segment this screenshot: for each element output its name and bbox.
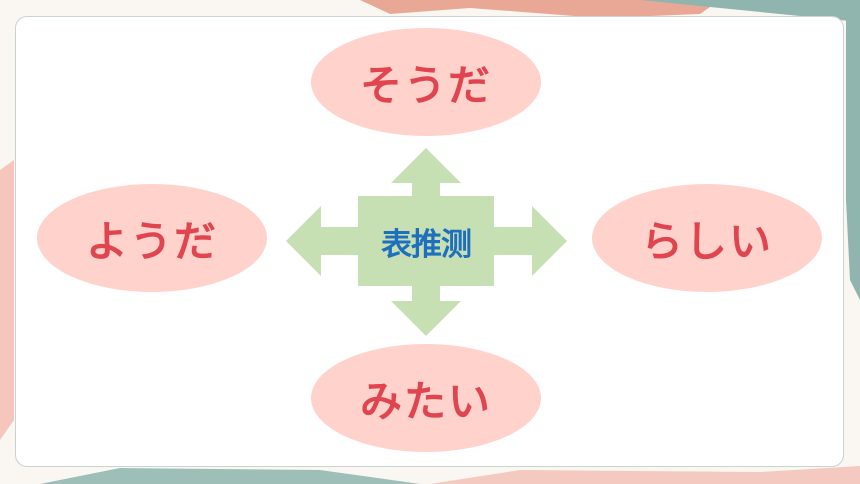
node-right: らしい — [592, 184, 822, 292]
brush-stroke-right-teal — [846, 10, 860, 300]
node-bottom-label: みたい — [359, 376, 492, 426]
brush-stroke-left-pink — [0, 160, 14, 440]
center-box: 表推测 — [358, 196, 494, 286]
brush-stroke-bottom-pink — [430, 466, 860, 484]
center-label: 表推测 — [381, 226, 472, 263]
arrow-right — [492, 206, 567, 276]
brush-stroke-bottom-teal — [40, 468, 420, 484]
arrow-down — [391, 284, 461, 336]
node-left: ようだ — [37, 184, 267, 292]
arrow-up — [391, 148, 461, 200]
node-left-label: ようだ — [85, 216, 218, 266]
brush-stroke-top-coral — [360, 0, 720, 18]
node-right-label: らしい — [640, 216, 773, 266]
node-bottom: みたい — [311, 344, 541, 452]
node-top: そうだ — [311, 28, 541, 136]
node-top-label: そうだ — [359, 60, 492, 110]
arrow-left — [286, 206, 360, 276]
